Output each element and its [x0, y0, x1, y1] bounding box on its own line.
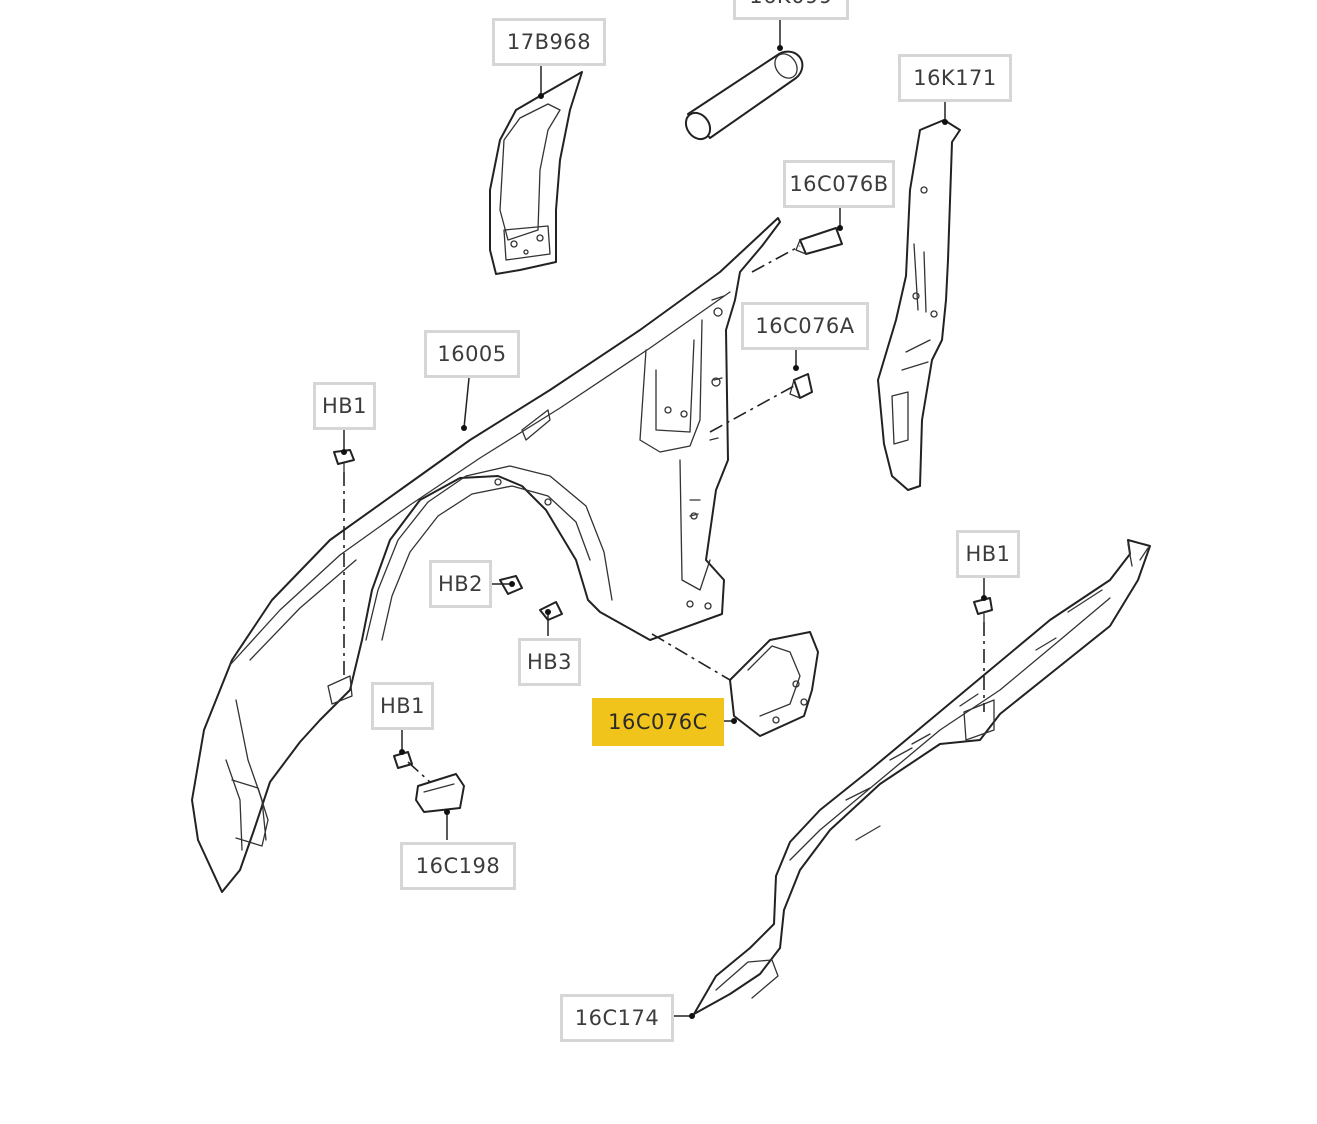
assembly-lines	[343, 245, 985, 783]
bracket-16c076c	[729, 631, 819, 737]
leader-lines	[341, 18, 987, 1019]
callout-17b968[interactable]: 17B968	[492, 18, 606, 66]
callout-hb1-right[interactable]: HB1	[956, 530, 1020, 578]
callout-16c198[interactable]: 16C198	[400, 842, 516, 890]
callout-16c076c[interactable]: 16C076C	[592, 698, 724, 746]
fastener-hb3	[539, 601, 563, 621]
trim-panel-17b968	[489, 71, 583, 275]
tube-16k099	[684, 50, 804, 141]
callout-16c174[interactable]: 16C174	[560, 994, 674, 1042]
lower-panel-16c174	[693, 539, 1151, 1015]
callout-16k171[interactable]: 16K171	[898, 54, 1012, 102]
callout-16k099[interactable]: 16K099	[733, 0, 849, 20]
fastener-hb1-right	[973, 597, 993, 623]
callout-16c076b[interactable]: 16C076B	[783, 160, 895, 208]
bracket-16c076b	[795, 227, 843, 255]
fender-panel	[191, 217, 781, 893]
callout-16c076a[interactable]: 16C076A	[741, 302, 869, 350]
bracket-16c076a	[789, 373, 813, 399]
callout-16005[interactable]: 16005	[424, 330, 520, 378]
callout-hb1-left[interactable]: HB1	[313, 382, 376, 430]
bracket-16c198	[415, 773, 465, 813]
callout-hb1-lower[interactable]: HB1	[371, 682, 434, 730]
callout-hb3[interactable]: HB3	[518, 638, 581, 686]
bracket-16k171	[877, 119, 961, 491]
callout-hb2[interactable]: HB2	[429, 560, 492, 608]
